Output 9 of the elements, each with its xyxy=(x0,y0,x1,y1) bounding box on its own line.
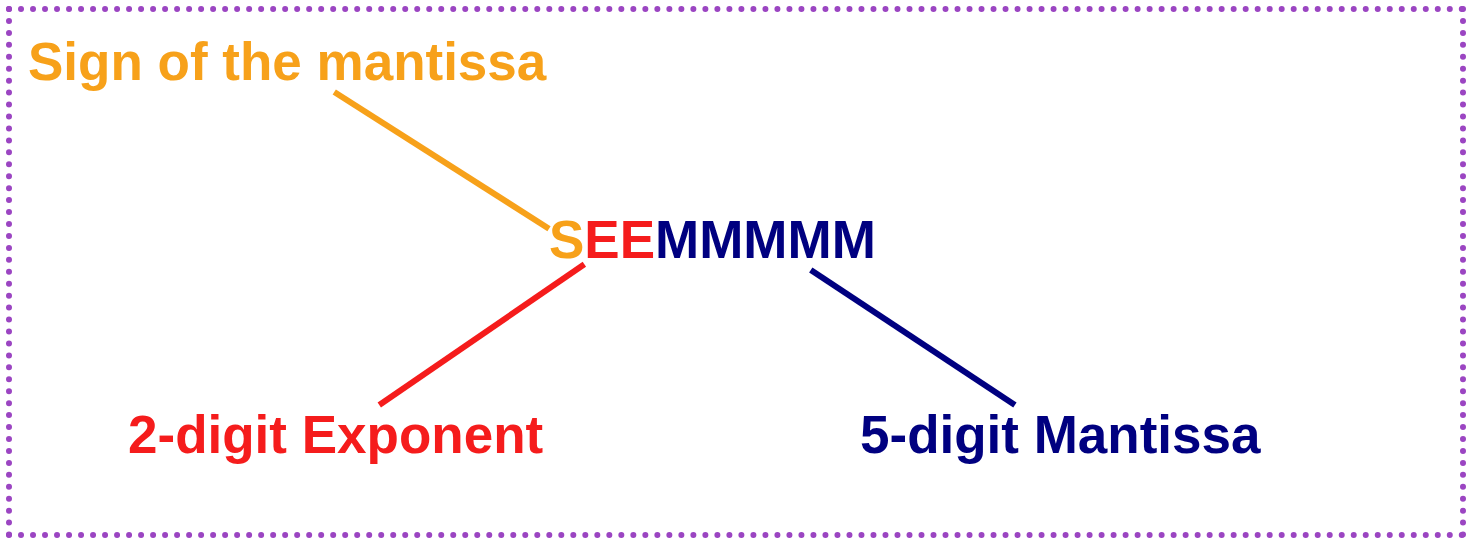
callout-label: 2-digit Exponent xyxy=(128,405,544,465)
mantissa-digits: MMMMM xyxy=(655,210,876,270)
exponent-digits: EE xyxy=(584,210,656,270)
leader-line xyxy=(377,261,587,408)
leader-line xyxy=(332,89,551,232)
callout-label: 5-digit Mantissa xyxy=(860,405,1261,465)
sign-digit: S xyxy=(549,210,585,270)
leader-line xyxy=(809,267,1017,408)
callout-label: Sign of the mantissa xyxy=(28,32,547,92)
